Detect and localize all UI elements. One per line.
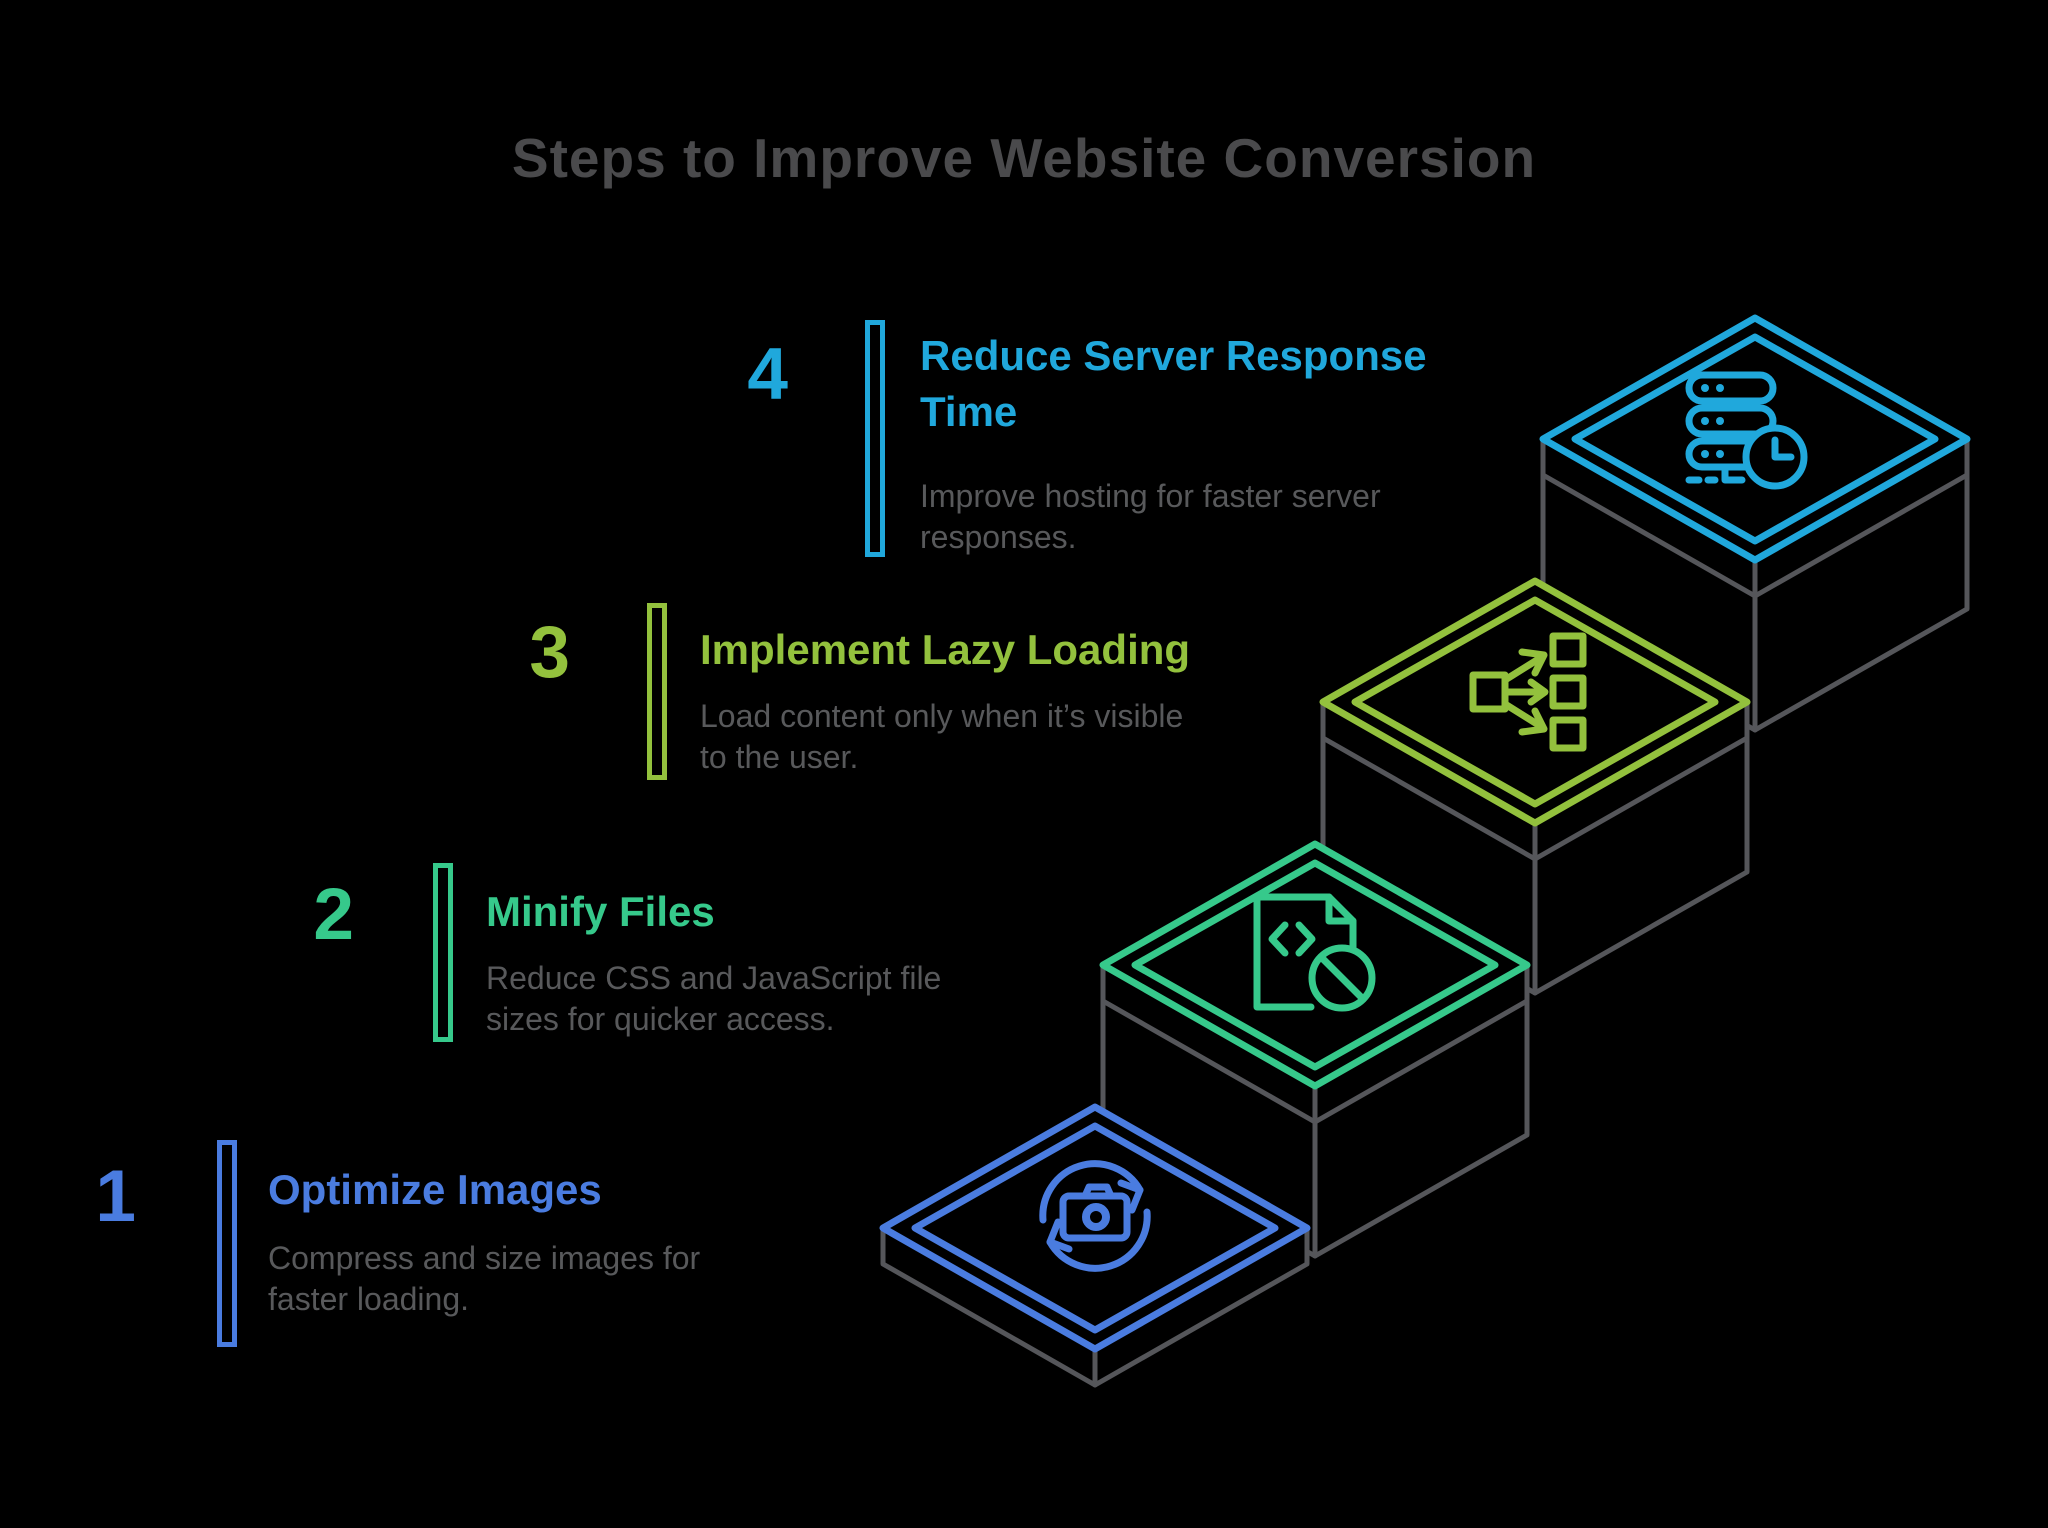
- step-1-heading-line-1: Optimize Images: [268, 1166, 602, 1213]
- page-title: Steps to Improve Website Conversion: [511, 127, 1537, 189]
- step-3-description-line-1: Load content only when it’s visible: [700, 698, 1184, 734]
- step-2-heading: Minify Files: [486, 884, 715, 940]
- step-3-heading-line-1: Implement Lazy Loading: [700, 626, 1191, 673]
- step-3-description: Load content only when it’s visible to t…: [700, 696, 1183, 777]
- step-2-description-line-2: sizes for quicker access.: [486, 1000, 835, 1037]
- step-1-description-line-2: faster loading.: [268, 1280, 470, 1317]
- step-3-number: 3: [529, 612, 570, 693]
- step-3-description-line-2: to the user.: [700, 738, 859, 775]
- step-3-heading: Implement Lazy Loading: [700, 622, 1190, 678]
- step-1-description: Compress and size images for faster load…: [268, 1238, 700, 1319]
- step-1-accent-bar: [217, 1140, 237, 1347]
- step-4-heading-line-2: Time: [920, 387, 1018, 435]
- step-4-description-line-1: Improve hosting for faster server: [920, 478, 1381, 514]
- step-4-heading: Reduce Server Response Time: [920, 328, 1427, 440]
- one-to-many-icon: [1469, 632, 1587, 752]
- server-leds: [1701, 384, 1724, 458]
- staircase-platform-1: [879, 1103, 1311, 1388]
- step-2-description: Reduce CSS and JavaScript file sizes for…: [486, 958, 941, 1039]
- step-1-number: 1: [95, 1156, 136, 1237]
- step-2-heading-line-1: Minify Files: [486, 888, 715, 935]
- step-4-accent-bar: [865, 320, 885, 557]
- step-1-description-line-1: Compress and size images for: [268, 1240, 701, 1276]
- platform-4-inner-diamond: [1571, 333, 1939, 545]
- step-1-heading: Optimize Images: [268, 1162, 602, 1218]
- step-4-heading-line-1: Reduce Server Response: [920, 332, 1427, 379]
- step-4-description: Improve hosting for faster server respon…: [920, 476, 1381, 557]
- code-file-minify-icon: [1253, 893, 1376, 1012]
- camera-sync-icon: [1039, 1160, 1151, 1272]
- platform-1-inner-diamond: [911, 1122, 1279, 1334]
- staircase-platform-2: [1099, 840, 1531, 1259]
- server-clock-icon: [1685, 371, 1808, 490]
- step-2-accent-bar: [433, 863, 453, 1042]
- step-3-accent-bar: [647, 603, 667, 780]
- platform-3-inner-diamond: [1351, 596, 1719, 808]
- step-4-description-line-2: responses.: [920, 518, 1077, 555]
- step-2-number: 2: [313, 874, 354, 955]
- step-4-number: 4: [747, 334, 788, 415]
- step-2-description-line-1: Reduce CSS and JavaScript file: [486, 960, 942, 996]
